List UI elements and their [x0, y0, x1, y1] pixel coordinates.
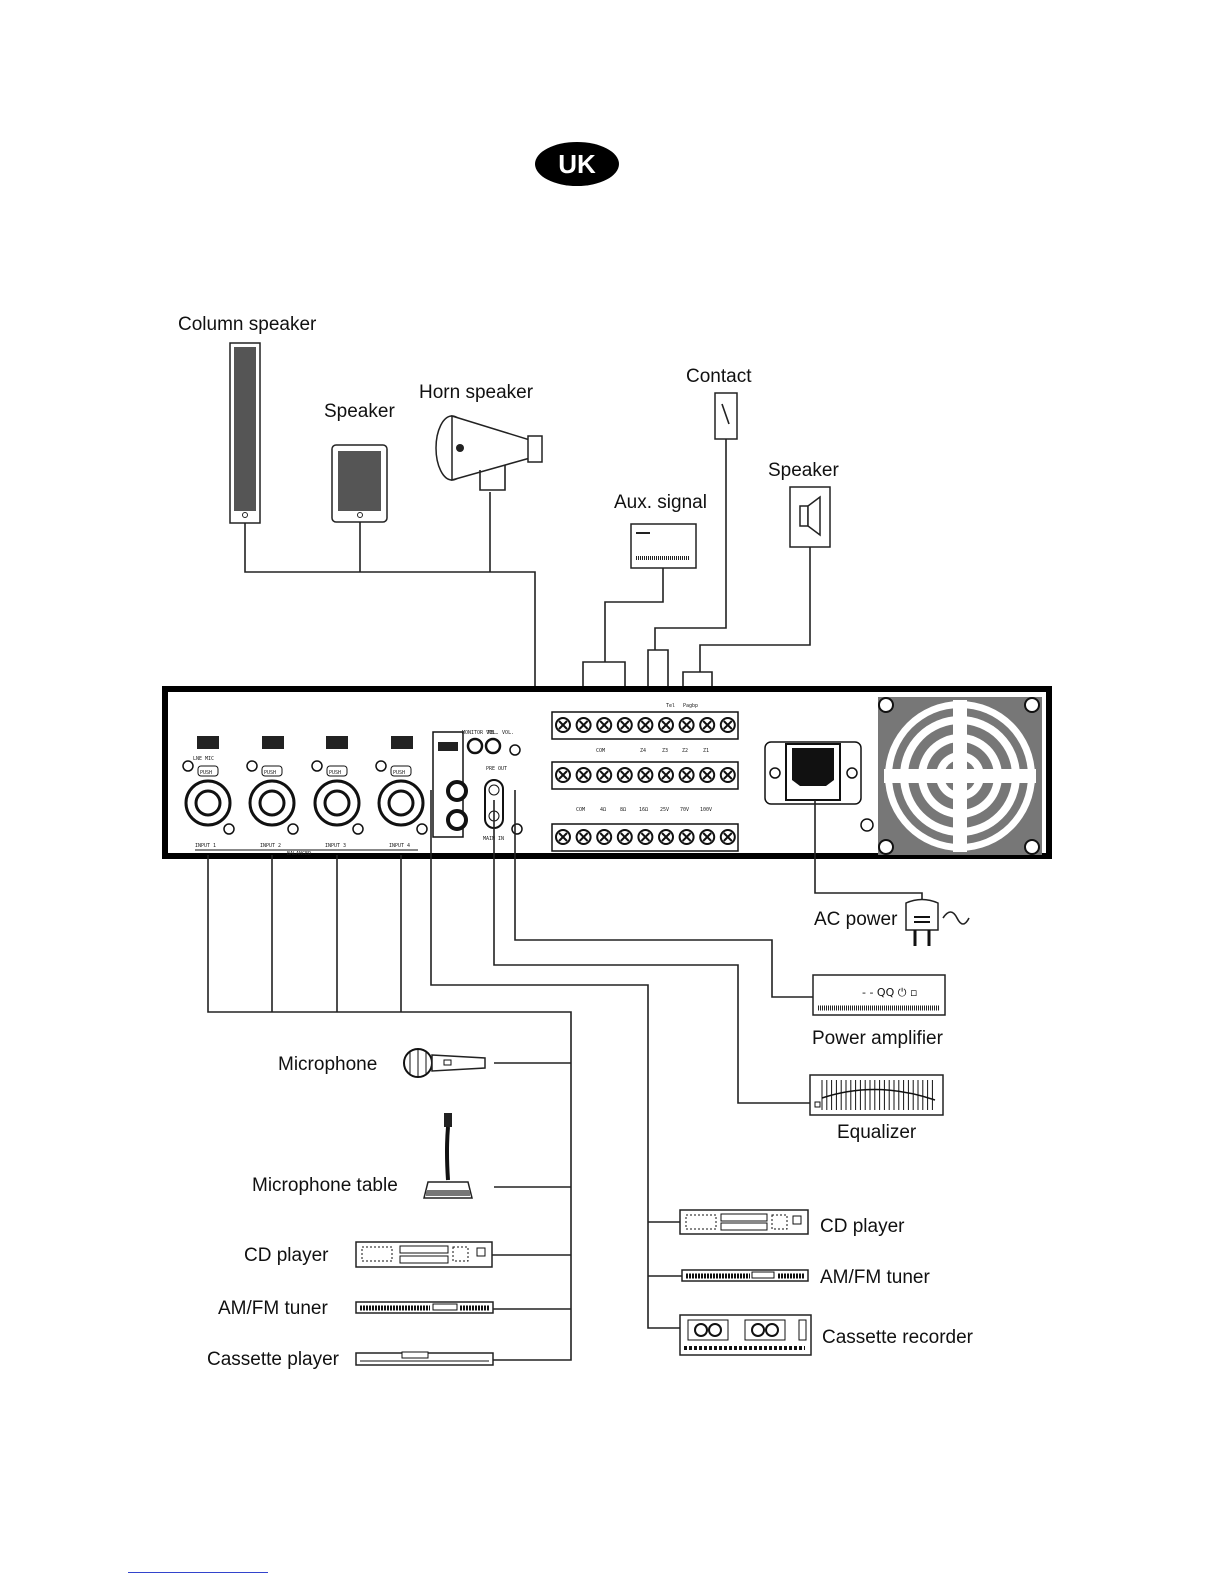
power-amplifier-label: Power amplifier — [812, 1028, 944, 1049]
speaker-label: Speaker — [324, 401, 395, 422]
tel-label: Tel — [666, 703, 675, 709]
cassette-player-icon — [355, 1351, 494, 1366]
cd-player-right-icon — [679, 1209, 809, 1235]
tel-vol-label: TEL. VOL. — [487, 730, 514, 736]
ac-power-label: AC power — [814, 909, 898, 930]
uk-badge: UK — [535, 142, 619, 186]
input-2-label: INPUT 2 — [260, 843, 281, 849]
cd-player-left-icon — [355, 1241, 493, 1268]
contact-switch-icon — [714, 392, 738, 440]
cd-player-right-label: CD player — [820, 1216, 905, 1237]
z2-label: Z2 — [682, 748, 688, 754]
ac-plug-icon — [905, 898, 970, 946]
am-fm-tuner-left-icon — [355, 1301, 494, 1314]
input-4-jack: PUSH INPUT 4 — [375, 736, 428, 849]
input-4-label: INPUT 4 — [389, 843, 410, 849]
cd-player-left-label: CD player — [244, 1245, 329, 1266]
column-speaker-icon — [229, 342, 261, 524]
svg-text:- - QQ ⏻ ▫: - - QQ ⏻ ▫ — [862, 986, 917, 999]
aux-signal-device-icon — [630, 523, 697, 569]
com-label: COM — [596, 748, 605, 754]
ohm8-label: 8Ω — [620, 807, 626, 813]
cassette-player-label: Cassette player — [207, 1349, 340, 1370]
contact-label: Contact — [686, 366, 752, 387]
com-terminal-label: COM — [576, 807, 585, 813]
ohm16-label: 16Ω — [639, 807, 648, 813]
z3-label: Z3 — [662, 748, 668, 754]
horn-speaker-icon — [435, 414, 543, 491]
microphone-label: Microphone — [278, 1054, 377, 1075]
uk-badge-text: UK — [558, 149, 596, 179]
balanced-label: BALANCED — [287, 851, 311, 857]
pag-label: Pagbp — [683, 703, 698, 709]
v25-label: 25V — [660, 807, 669, 813]
input-3-label: INPUT 3 — [325, 843, 346, 849]
terminal-strip-2 — [551, 761, 739, 790]
amplifier-rear-panel: PUSH LNE MIC INPUT 1 PUSH INPUT 2 PUSH I… — [162, 686, 1052, 859]
input-3-jack: PUSH INPUT 3 — [311, 736, 364, 849]
push-label: PUSH — [200, 770, 212, 776]
ac-socket-icon — [764, 741, 862, 805]
equalizer-icon — [809, 1074, 944, 1116]
input-1-label: INPUT 1 — [195, 843, 216, 849]
z4-label: Z4 — [640, 748, 646, 754]
cassette-recorder-icon — [679, 1314, 812, 1356]
column-speaker-label: Column speaker — [178, 314, 317, 335]
push-label: PUSH — [329, 770, 341, 776]
terminal-strip-1 — [551, 711, 739, 740]
push-label: PUSH — [264, 770, 276, 776]
input-1-jack: PUSH LNE MIC INPUT 1 — [182, 736, 235, 849]
wall-speaker-icon — [789, 486, 831, 548]
aux-signal-label: Aux. signal — [614, 492, 707, 513]
push-label: PUSH — [393, 770, 405, 776]
am-fm-tuner-left-label: AM/FM tuner — [218, 1298, 328, 1319]
monitor-vol-label: MONITOR VOL. — [462, 730, 498, 736]
fan-grille-icon — [860, 697, 1042, 855]
microphone-icon — [403, 1048, 486, 1078]
lns-mic-label: LNE MIC — [193, 756, 214, 762]
cassette-recorder-label: Cassette recorder — [822, 1327, 974, 1348]
speaker-box-icon — [331, 444, 388, 523]
microphone-table-label: Microphone table — [252, 1175, 398, 1196]
am-fm-tuner-right-icon — [681, 1269, 809, 1282]
v100-label: 100V — [700, 807, 712, 813]
v70-label: 70V — [680, 807, 689, 813]
microphone-table-icon — [423, 1113, 473, 1199]
z1-label: Z1 — [703, 748, 709, 754]
power-amplifier-icon: - - QQ ⏻ ▫ — [812, 974, 946, 1016]
input-2-jack: PUSH INPUT 2 — [246, 736, 299, 849]
speaker-right-label: Speaker — [768, 460, 839, 481]
equalizer-label: Equalizer — [837, 1122, 917, 1143]
am-fm-tuner-right-label: AM/FM tuner — [820, 1267, 930, 1288]
footer-underline — [128, 1572, 268, 1573]
horn-speaker-label: Horn speaker — [419, 382, 534, 403]
terminal-strip-3 — [551, 823, 739, 852]
ohm4-label: 4Ω — [600, 807, 606, 813]
pre-out-label: PRE OUT — [486, 766, 507, 772]
